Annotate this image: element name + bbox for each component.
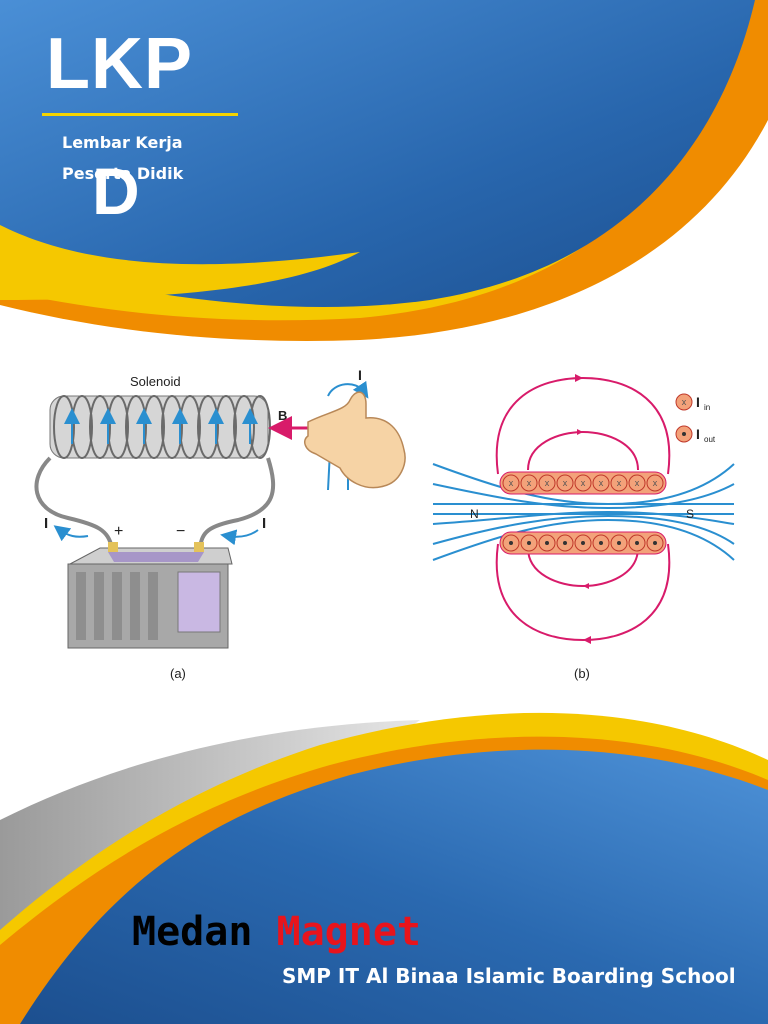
svg-text:x: x <box>581 478 586 488</box>
south-label: S <box>686 507 694 521</box>
legend-out-sub: out <box>704 435 716 444</box>
wire-left <box>34 456 114 549</box>
svg-text:x: x <box>509 478 514 488</box>
svg-text:x: x <box>653 478 658 488</box>
outer-loop-bottom <box>495 543 671 642</box>
title-word-medan: Medan <box>132 909 253 955</box>
current-arrow-left <box>53 525 89 542</box>
legend-out-label: I <box>696 426 700 442</box>
subtitle-line-2: Peserta Didik <box>62 164 184 183</box>
svg-text:x: x <box>563 478 568 488</box>
title-word-magnet: Magnet <box>276 909 422 955</box>
svg-text:x: x <box>599 478 604 488</box>
north-label: N <box>470 507 479 521</box>
current-label-left: I <box>44 515 48 532</box>
solenoid-label: Solenoid <box>130 374 181 389</box>
wire-right <box>198 457 276 549</box>
svg-text:x: x <box>682 397 687 407</box>
subtitle-line-1: Lembar Kerja <box>62 133 183 152</box>
b-field-label: B <box>278 408 287 423</box>
legend-in-label: I <box>696 394 700 410</box>
bottom-blue-panel <box>20 749 768 1024</box>
current-out-markers <box>502 534 664 552</box>
field-lines <box>432 463 735 561</box>
svg-text:x: x <box>617 478 622 488</box>
panel-b-diagram: N S x x x x x x x x x x I in I out (b) <box>432 374 735 681</box>
top-blue-panel <box>0 0 755 307</box>
coil-turns <box>53 395 271 459</box>
svg-text:x: x <box>527 478 532 488</box>
svg-text:x: x <box>635 478 640 488</box>
current-label-right: I <box>262 515 266 532</box>
legend-in-sub: in <box>704 403 710 412</box>
current-arrow-right <box>220 529 259 546</box>
top-yellow-accent <box>0 225 360 300</box>
battery <box>67 542 233 649</box>
right-hand-icon: I <box>303 367 406 491</box>
coil-current-arrows <box>64 408 258 444</box>
current-in-markers <box>502 474 664 492</box>
cover-title: LKP <box>46 24 193 104</box>
caption-a: (a) <box>170 666 186 681</box>
caption-b: (b) <box>574 666 590 681</box>
panel-a-diagram: Solenoid B <box>34 374 310 681</box>
svg-text:x: x <box>545 478 550 488</box>
school-name: SMP IT Al Binaa Islamic Boarding School <box>282 964 736 988</box>
battery-minus-label: − <box>176 523 185 540</box>
outer-loop-top <box>495 376 671 475</box>
solenoid-figure: Solenoid B <box>34 367 735 681</box>
current-legend: x I in I out <box>675 393 716 444</box>
subtitle-big-letter: D <box>92 154 140 228</box>
battery-plus-label: + <box>114 523 123 540</box>
document-title: Medan Magnet <box>132 912 421 952</box>
hand-current-label: I <box>358 367 362 383</box>
title-underline <box>42 113 238 116</box>
